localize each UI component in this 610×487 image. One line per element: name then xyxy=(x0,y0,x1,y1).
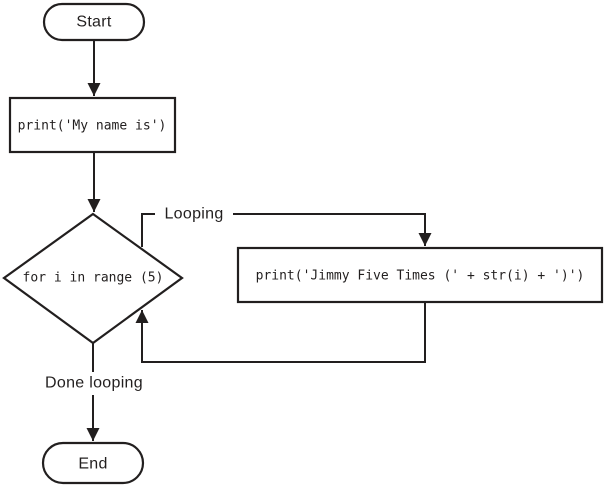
decision-for-loop-shape xyxy=(2,212,184,345)
process-print-my-name-label: print('My name is') xyxy=(18,119,167,134)
looping-edge-label: Looping xyxy=(164,206,223,223)
edge-loop-back xyxy=(135,302,426,363)
process-print-jimmy-label: print('Jimmy Five Times (' + str(i) + ')… xyxy=(256,269,585,284)
process-print-my-name-shape xyxy=(8,96,177,154)
end-terminal-label: End xyxy=(78,456,107,473)
looping-label-background xyxy=(155,203,233,225)
decision-for-loop-label: for i in range (5) xyxy=(23,271,164,286)
edge-looping-branch xyxy=(141,213,432,247)
done-looping-label-background xyxy=(40,372,147,395)
process-print-jimmy-shape xyxy=(236,246,604,304)
start-terminal-shape xyxy=(42,2,146,42)
start-terminal-label: Start xyxy=(76,14,112,31)
end-terminal-shape xyxy=(41,441,145,485)
done-looping-edge-label: Done looping xyxy=(45,375,143,392)
